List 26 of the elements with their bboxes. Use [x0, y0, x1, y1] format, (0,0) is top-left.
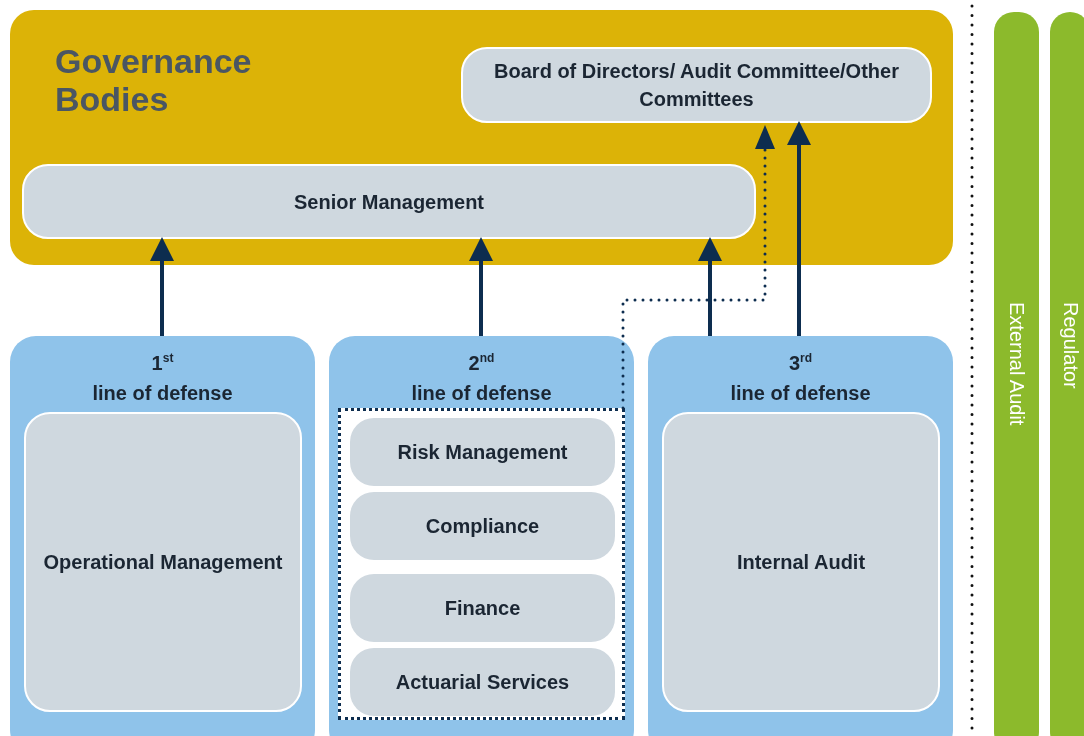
process-box: Finance [350, 574, 615, 642]
defense-line-panel [648, 336, 953, 736]
arrow [698, 237, 722, 336]
defense-line-panel [10, 336, 315, 736]
bar-label: External Audit [1005, 302, 1029, 426]
governance-panel [10, 10, 953, 265]
panel-title: Governance Bodies [55, 42, 253, 119]
arrow [150, 237, 174, 336]
bar-label: Regulator [1058, 302, 1083, 389]
process-box: Board of Directors/ Audit Committee/Other Committees [461, 47, 932, 123]
dotted-group-frame [338, 408, 625, 720]
panel-heading: 1$^{st}$ line of defense [91, 350, 234, 406]
process-box: Internal Audit [662, 412, 940, 712]
panel-heading: 2$^{nd}$ line of defense [410, 350, 553, 406]
arrow [469, 237, 493, 336]
arrow [787, 121, 811, 336]
process-box: Operational Management [24, 412, 302, 712]
process-box: Senior Management [22, 164, 756, 239]
process-box: Actuarial Services [350, 648, 615, 716]
panel-heading: 3$^{rd}$ line of defense [729, 350, 872, 406]
process-box: Risk Management [350, 418, 615, 486]
process-box: Compliance [350, 492, 615, 560]
defense-line-panel [329, 336, 634, 736]
arrow [621, 125, 775, 410]
external-bar [1050, 12, 1084, 736]
external-bar [994, 12, 1039, 736]
